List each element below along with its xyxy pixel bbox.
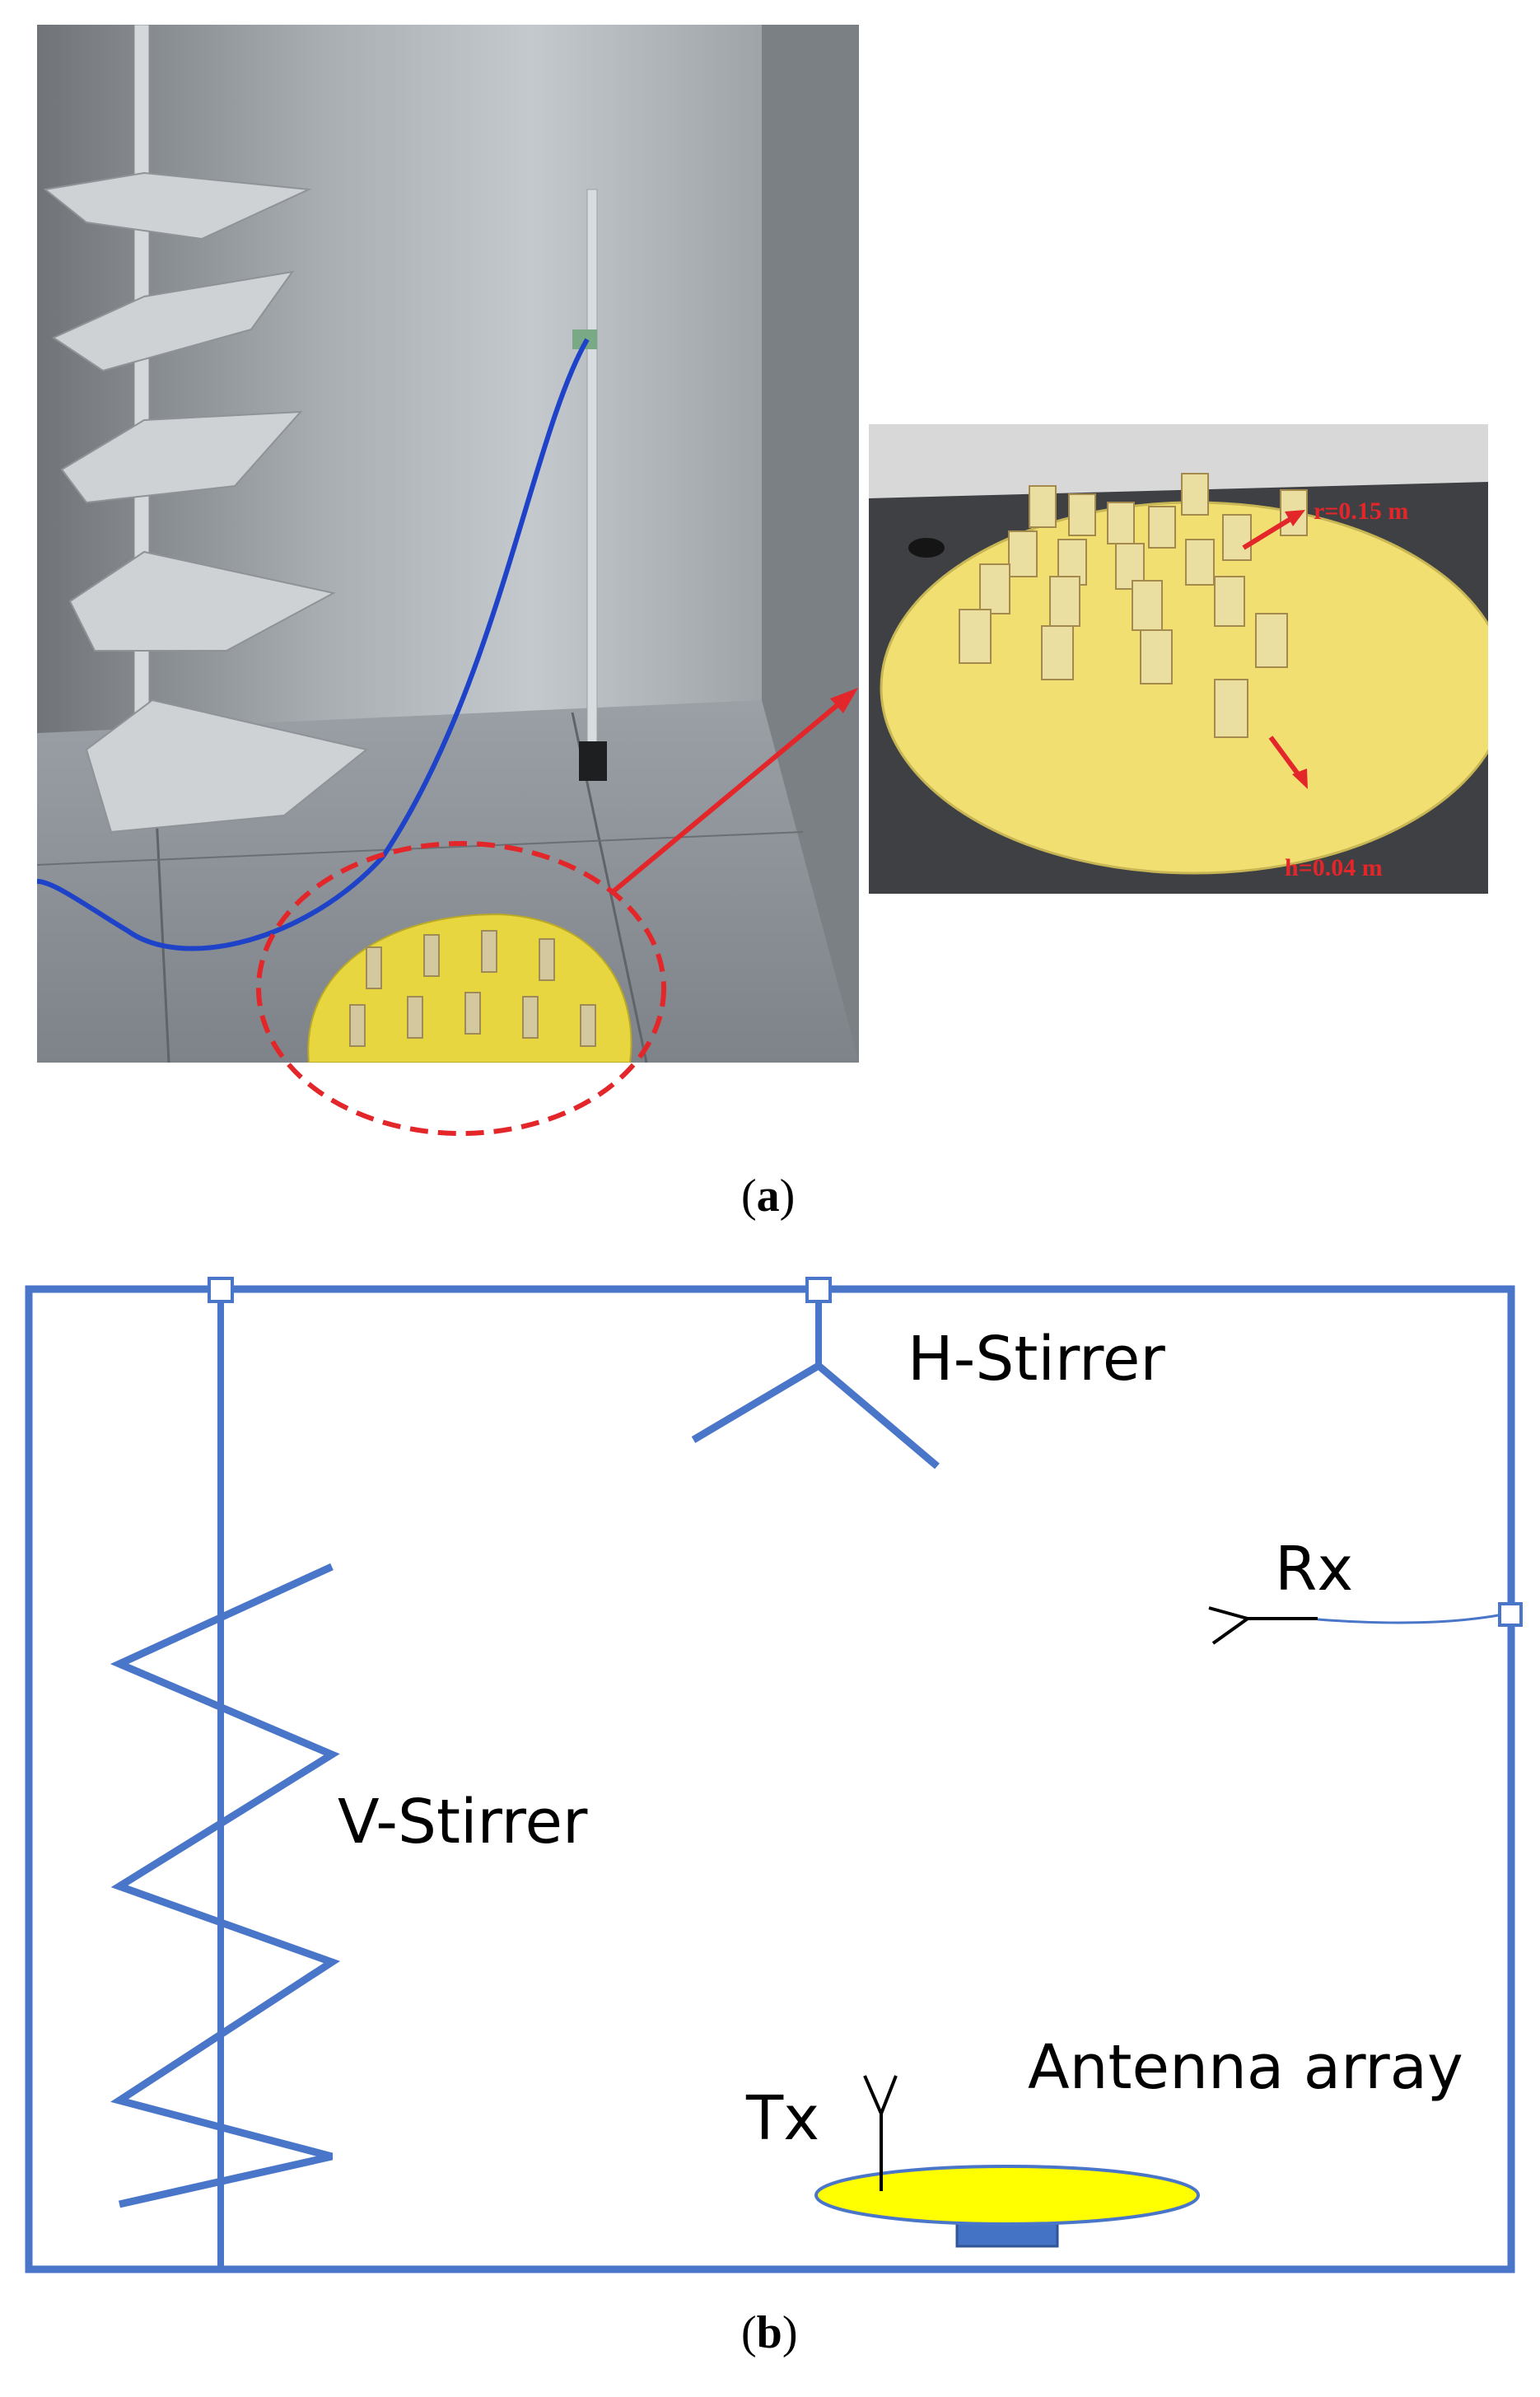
stirrer-paddles: [43, 171, 369, 834]
tx-label: Tx: [745, 2083, 819, 2154]
chamber-schematic: H-Stirrer V-Stirrer Rx Antenna array Tx: [25, 1277, 1523, 2273]
h-stirrer-blades: [691, 1362, 940, 1470]
tx-antenna-icon: [863, 2075, 898, 2119]
rx-label: Rx: [1275, 1534, 1353, 1605]
antenna-array-label: Antenna array: [1028, 2032, 1463, 2103]
v-stirrer-blades: [110, 1563, 341, 2208]
rx-cable: [37, 338, 590, 951]
v-stirrer-label: V-Stirrer: [338, 1787, 588, 1857]
caption-b-letter: b: [756, 2307, 782, 2358]
chamber-photo: [37, 25, 859, 1063]
zoom-arrowhead: [830, 688, 858, 713]
h-stirrer-mount: [805, 1277, 832, 1303]
panel-a-annotations: [256, 688, 858, 1136]
caption-a-letter: a: [756, 1170, 780, 1222]
rx-cable-line: [1317, 1613, 1504, 1624]
radius-label: r=0.15 m: [1314, 498, 1408, 525]
highlight-ellipse: [256, 841, 666, 1136]
height-label: h=0.04 m: [1285, 854, 1383, 881]
array-disc: [814, 2165, 1200, 2226]
rx-wall-port: [1498, 1602, 1523, 1627]
h-stirrer-label: H-Stirrer: [908, 1324, 1165, 1395]
v-stirrer-mount: [208, 1277, 234, 1303]
caption-a: (a): [741, 1170, 796, 1222]
chamber-frame: [25, 1285, 1515, 2273]
caption-b: (b): [741, 2307, 798, 2358]
antenna-array-photo: r=0.15 m h=0.04 m: [869, 424, 1488, 894]
rx-antenna-icon: [1208, 1606, 1252, 1645]
antenna-elements: [349, 930, 596, 1047]
inset-array-disc: [880, 501, 1488, 875]
zoom-arrow: [612, 694, 850, 894]
inset-antenna-elements: [959, 473, 1308, 738]
